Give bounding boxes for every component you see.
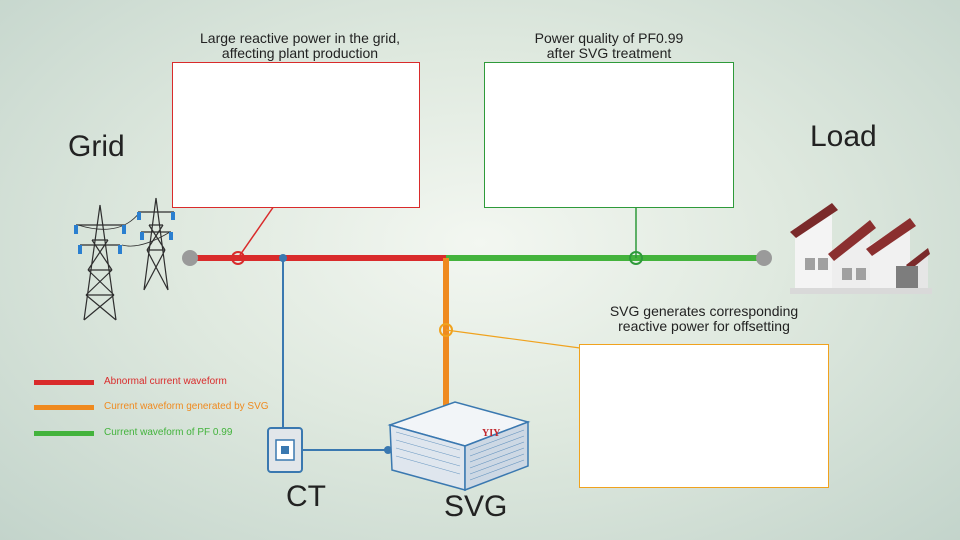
svg-panel-caption-line2: reactive power for offsetting (618, 318, 790, 334)
legend-text-abnormal: Abnormal current waveform (104, 376, 227, 387)
current-transformer-icon (267, 427, 303, 473)
ct-label: CT (286, 480, 326, 513)
svg-label: SVG (444, 490, 508, 523)
grid-panel-caption: Large reactive power in the grid, affect… (172, 31, 428, 61)
grid-probe-ring (231, 251, 245, 265)
svg-brand-label: YIY (482, 428, 501, 439)
legend-text-pf: Current waveform of PF 0.99 (104, 427, 233, 438)
grid-panel-caption-line1: Large reactive power in the grid, (200, 30, 400, 46)
grid-label: Grid (68, 130, 125, 163)
grid-panel-caption-line2: affecting plant production (221, 45, 379, 61)
load-label: Load (810, 120, 877, 153)
legend-text-svg: Current waveform generated by SVG (104, 401, 269, 412)
svg-input-node (384, 446, 392, 454)
factory-icon (790, 203, 932, 294)
load-end-node (756, 250, 772, 266)
svg-panel-caption: SVG generates corresponding reactive pow… (584, 304, 824, 334)
legend-swatch-red (34, 380, 94, 385)
grid-waveform-panel (172, 62, 420, 208)
svg-panel-leader (445, 329, 581, 349)
ct-tap-node (279, 254, 287, 262)
svg-probe-ring (439, 323, 453, 337)
transmission-tower-icon (76, 197, 174, 321)
svg-waveform-panel (579, 344, 829, 488)
load-probe-ring (629, 251, 643, 265)
svg-panel-caption-line1: SVG generates corresponding (609, 303, 799, 319)
load-panel-caption-line2: after SVG treatment (546, 45, 672, 61)
load-panel-caption-line1: Power quality of PF0.99 (534, 30, 684, 46)
legend-swatch-green (34, 431, 94, 436)
legend-swatch-orange (34, 405, 94, 410)
grid-end-node (182, 250, 198, 266)
insulator-icon (74, 212, 175, 254)
load-panel-caption: Power quality of PF0.99 after SVG treatm… (484, 31, 734, 61)
grid-panel-leader (237, 205, 275, 259)
load-waveform-panel (484, 62, 734, 208)
svg-cabinet-icon: YIY (387, 401, 531, 492)
